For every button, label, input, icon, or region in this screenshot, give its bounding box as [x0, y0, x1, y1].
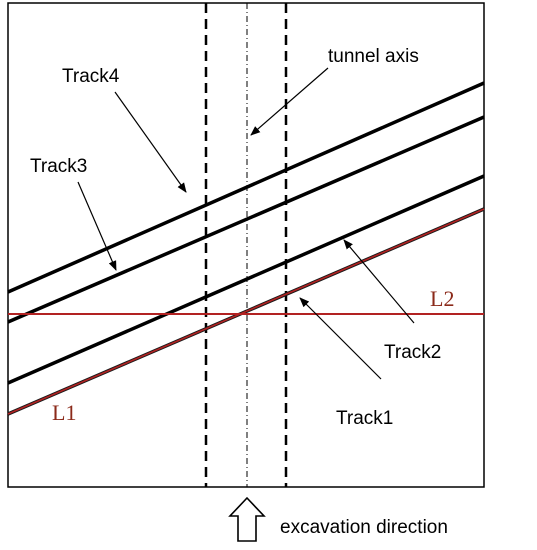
track1-leader-arrow	[299, 297, 382, 380]
tunnel-axis-leader-arrow	[250, 67, 329, 136]
hollow-up-arrow-icon	[228, 496, 266, 542]
tunnel-axis-label: tunnel axis	[328, 46, 419, 67]
track2-label: Track2	[384, 342, 441, 363]
track1-label: Track1	[336, 408, 393, 429]
track2-leader-arrow	[343, 239, 415, 324]
track3-line	[7, 115, 485, 324]
track4-leader-arrow	[114, 91, 187, 193]
excavation-direction-label: excavation direction	[280, 517, 448, 538]
frame-border	[7, 2, 485, 488]
l2-label: L2	[430, 286, 454, 311]
l1-line	[7, 208, 485, 415]
track4-line	[7, 81, 485, 294]
track2-line	[7, 174, 485, 385]
l1-label: L1	[52, 400, 76, 425]
track3-leader-arrow	[77, 181, 117, 271]
track3-label: Track3	[30, 156, 87, 177]
track4-label: Track4	[62, 66, 120, 87]
